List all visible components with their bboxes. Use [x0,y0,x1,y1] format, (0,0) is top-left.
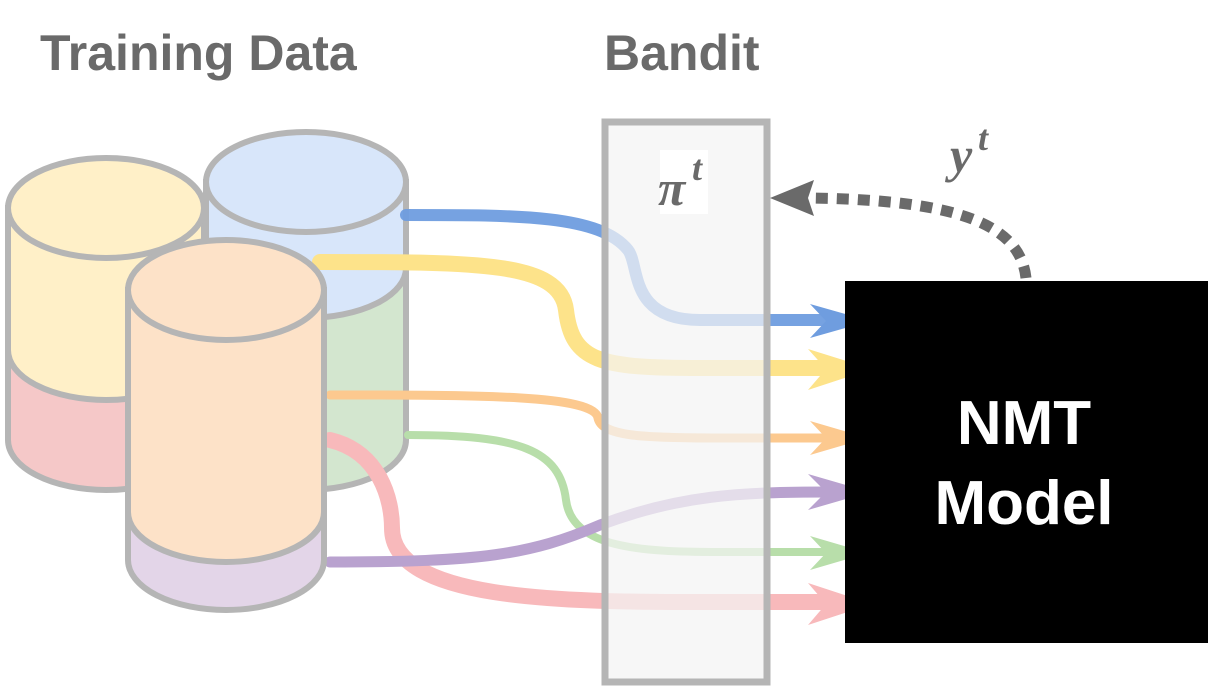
policy-label-bg [660,150,708,214]
feedback-arrow [809,192,1032,279]
arrowhead-green [810,536,868,570]
reward-symbol: y [945,127,973,183]
dataset-cylinder-orange-purple [125,237,327,613]
arrowhead-yellow [808,349,872,390]
training-data-title: Training Data [40,25,357,81]
bandit-box [601,118,771,686]
arrowhead-orange [810,421,868,455]
feedback-arrowhead [770,180,814,216]
policy-symbol: π [658,160,687,216]
arrowhead-blue [810,304,870,338]
arrowhead-pink [808,583,872,625]
model-label-line2: Model [934,469,1113,538]
nmt-model-box [845,281,1208,643]
model-label-line1: NMT [957,389,1091,458]
policy-superscript: t [692,148,703,188]
reward-superscript: t [978,118,989,158]
bandit-title: Bandit [604,25,760,81]
arrowhead-purple [808,474,870,510]
